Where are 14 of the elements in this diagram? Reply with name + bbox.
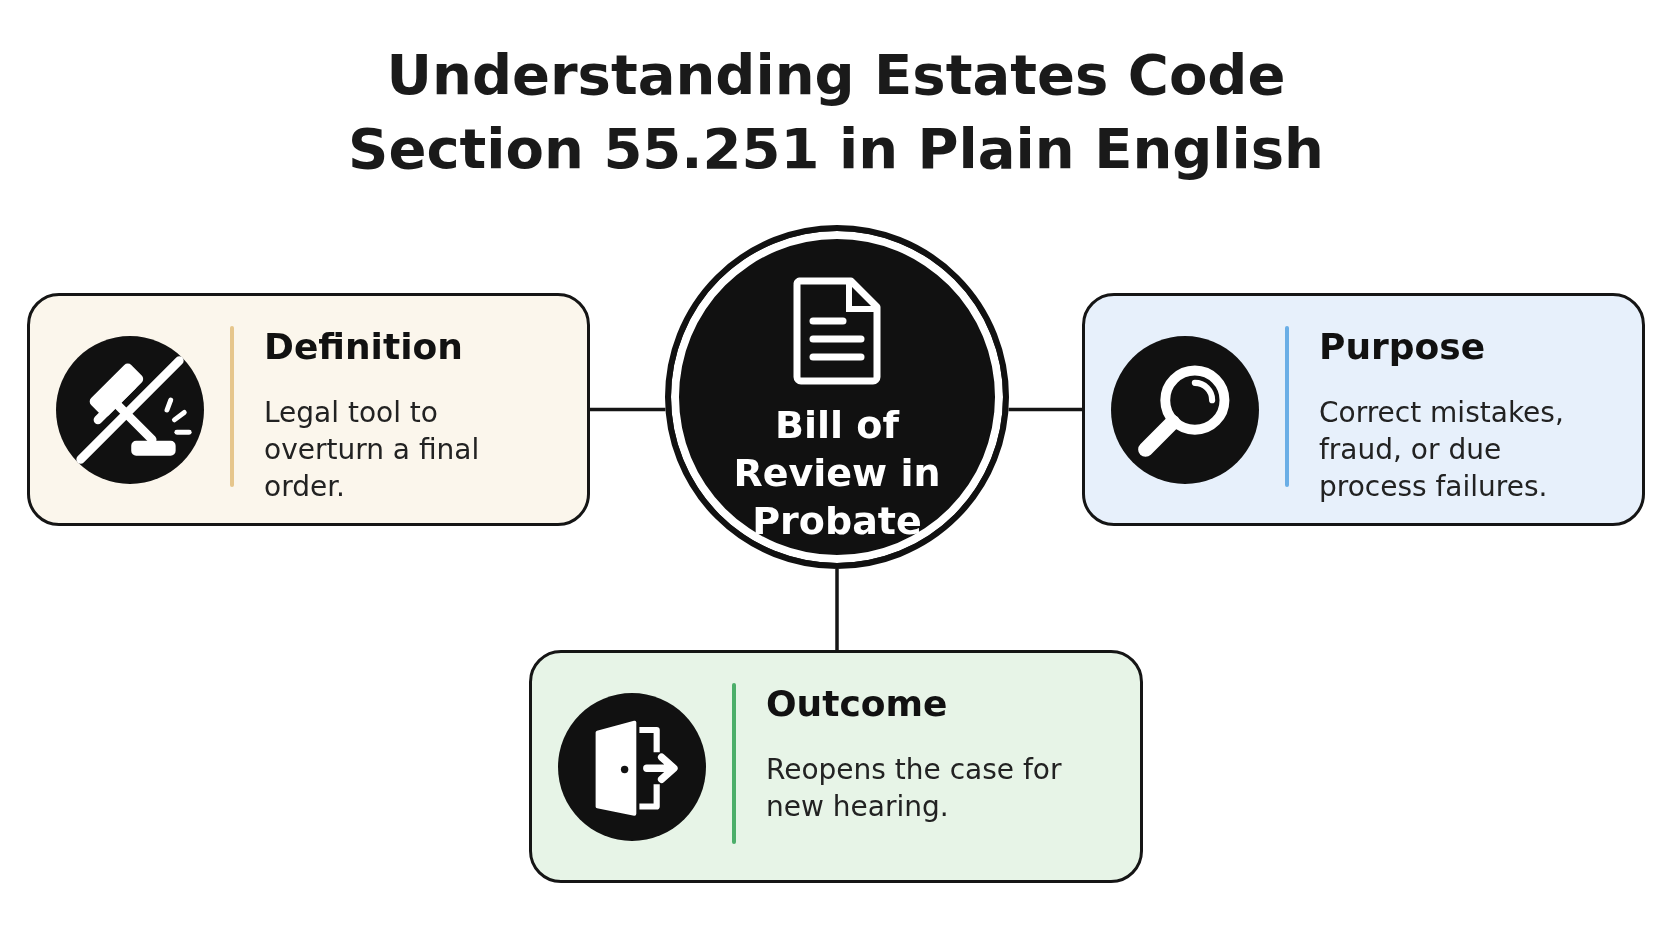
connector-line bbox=[835, 569, 839, 650]
card-heading: Outcome bbox=[766, 683, 948, 724]
card-heading: Definition bbox=[264, 326, 463, 367]
info-card bbox=[529, 650, 1143, 883]
connector-line bbox=[590, 407, 666, 412]
connector-line bbox=[1008, 407, 1082, 412]
card-description: Correct mistakes, fraud, or due process failures. bbox=[1319, 395, 1565, 505]
card-description: Reopens the case for new hearing. bbox=[766, 752, 1063, 825]
topic-title: Bill of Review in Probate bbox=[732, 402, 942, 545]
card-description: Legal tool to overturn a final order. bbox=[264, 395, 481, 505]
title: Understanding Estates Code Section 55.251 in Plain English bbox=[347, 41, 1325, 183]
card-heading: Purpose bbox=[1319, 326, 1486, 367]
info-card bbox=[1082, 293, 1645, 526]
info-card bbox=[27, 293, 590, 526]
